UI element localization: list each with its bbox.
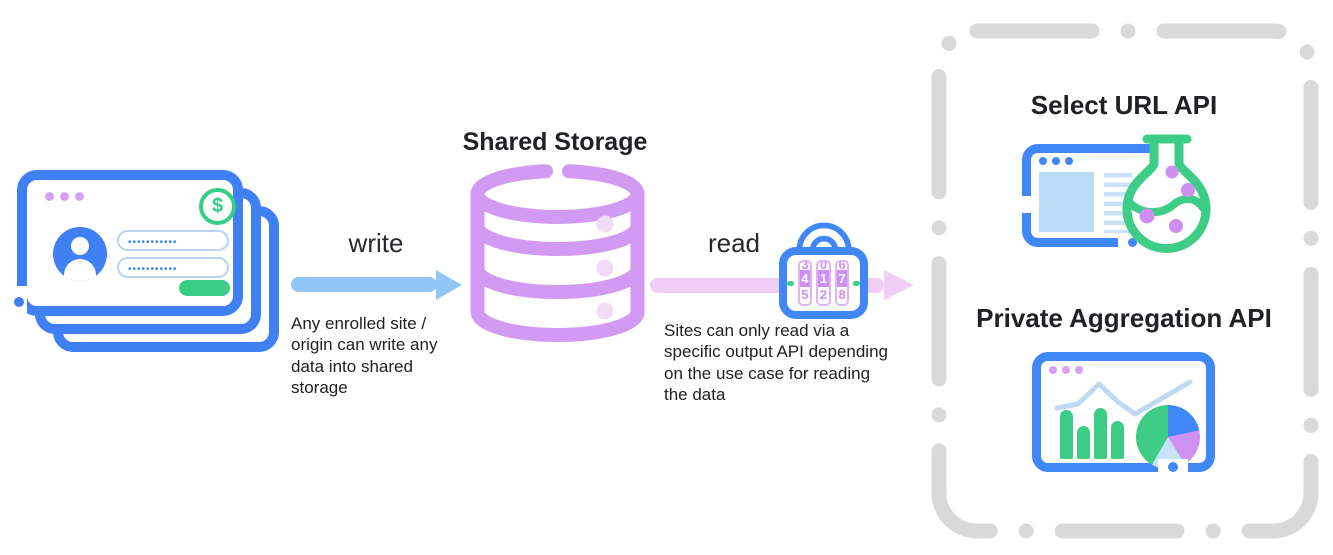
password-field: ••••••••••• [117,257,229,278]
window-control-dots [45,192,84,201]
site-card-front: $ ••••••••••• ••••••••••• [14,170,243,318]
bar [1060,410,1073,459]
private-aggregation-api-icon [1032,352,1222,477]
flask-icon [1122,134,1211,253]
dial-dash [853,280,861,286]
wheel-digit-selected: 1 [818,270,829,287]
content-block [1039,172,1094,232]
lock-shackle [796,222,852,267]
write-arrow [291,277,437,292]
private-aggregation-api-title: Private Aggregation API [976,303,1272,333]
window-control-dots [1039,157,1073,165]
dollar-icon: $ [199,188,236,225]
dashed-border [931,23,1319,539]
read-label: read [707,228,761,258]
bar [1094,408,1107,459]
submit-button [179,280,230,296]
combination-wheel: 0 1 2 [816,260,831,306]
bar [1077,426,1090,459]
combination-wheel: 6 7 8 [834,260,850,306]
read-arrow-head [884,270,914,300]
lock-icon: 3 4 5 0 1 2 6 7 8 [779,203,869,319]
select-url-api-icon [1021,134,1222,263]
line-chart [1054,379,1193,417]
read-caption: Sites can only read via a specific outpu… [664,321,888,404]
lock-body: 3 4 5 0 1 2 6 7 8 [779,247,868,319]
database-icon [470,164,645,342]
wheel-digit: 0 [819,260,828,272]
select-url-api-title: Select URL API [1030,90,1218,120]
window-control-dots [1049,366,1083,374]
shared-storage-title: Shared Storage [462,128,648,156]
wheel-digit: 5 [801,287,809,302]
border-gap-dot [14,297,24,307]
pie-chart [1136,405,1200,469]
wheel-digit: 3 [801,260,809,272]
dial-dash [787,280,794,286]
bar [1111,421,1124,459]
border-gap [1021,196,1032,213]
password-field: ••••••••••• [117,230,229,251]
write-caption: Any enrolled site / origin can write any… [291,314,438,397]
avatar-icon [53,227,107,281]
wheel-digit: 6 [838,260,846,272]
wheel-digit-selected: 7 [836,270,848,287]
wheel-digit-selected: 4 [799,270,811,287]
wheel-digit: 8 [838,287,846,302]
border-gap-dot [1168,462,1178,472]
wheel-digit: 2 [819,287,828,302]
write-arrow-head [436,270,462,300]
combination-wheel: 3 4 5 [797,260,813,306]
border-gap-dot [1128,238,1137,247]
write-label: write [348,228,404,258]
